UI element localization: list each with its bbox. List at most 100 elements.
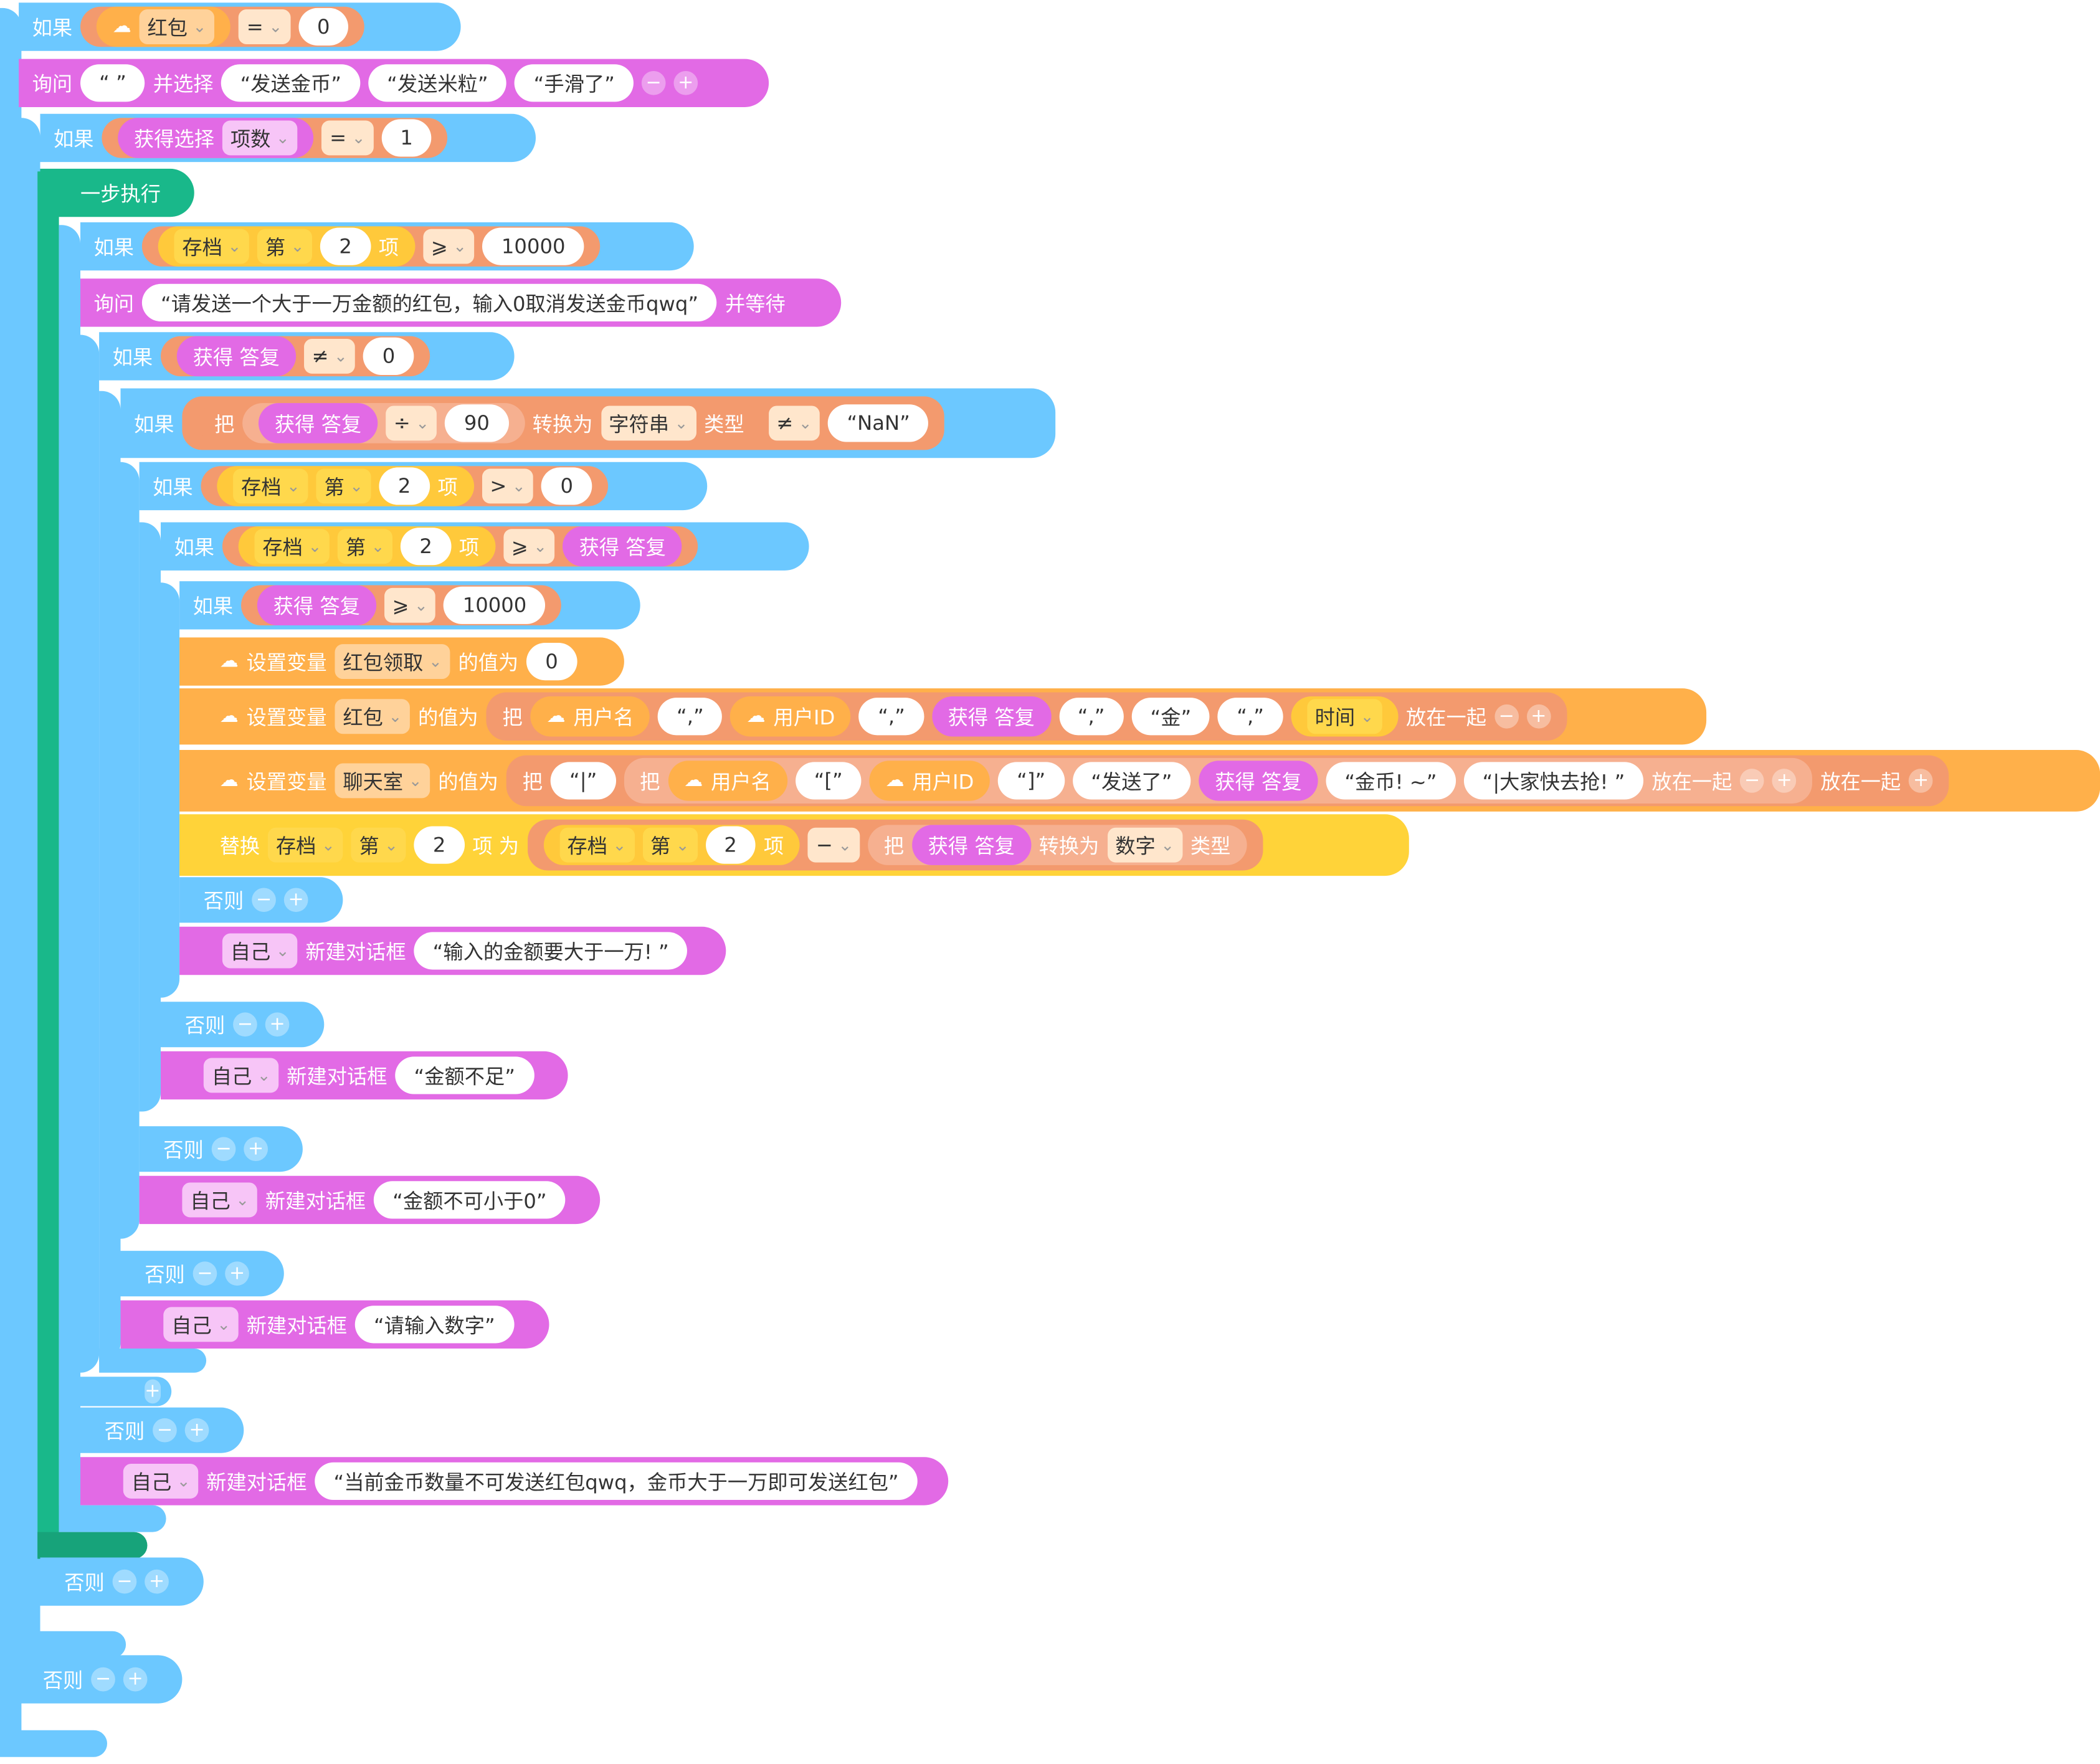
get-answer-reporter[interactable]: 获得 答复 (931, 696, 1051, 737)
get-answer-reporter[interactable]: 获得 答复 (257, 585, 376, 626)
value-input[interactable]: 0 (363, 337, 414, 375)
compare-block[interactable]: 获得 答复 ⩾ 10000 (241, 585, 562, 626)
text-input[interactable]: “[” (795, 762, 862, 800)
get-answer-reporter[interactable]: 获得 答复 (259, 403, 378, 443)
if-redpack-eq-zero[interactable]: 如果 ☁ 红包 = 0 (19, 2, 461, 51)
dialog-text-input[interactable]: “当前金币数量不可发送红包qwq，金币大于一万即可发送红包” (315, 1462, 918, 1500)
minus-icon[interactable]: − (91, 1667, 115, 1692)
replace-save-item[interactable]: 替换 存档 第 2 项 为 存档 第 2 项 − 把 获得 答复 转换为 数字 … (179, 814, 1409, 876)
set-var-chatroom[interactable]: ☁ 设置变量 聊天室 的值为 把 “|” 把 ☁用户名 “[” ☁用户ID “]… (179, 750, 2100, 812)
value-input[interactable]: 10000 (444, 586, 546, 624)
dialog-cannot-send[interactable]: 自己 新建对话框 “当前金币数量不可发送红包qwq，金币大于一万即可发送红包” (80, 1457, 949, 1506)
text-input[interactable]: “]” (998, 762, 1065, 800)
ask-and-wait[interactable]: 询问 “请发送一个大于一万金额的红包，输入0取消发送金币qwq” 并等待 (80, 278, 842, 327)
else-row[interactable]: 否则 − + (179, 877, 343, 923)
text-input[interactable]: “金币! ~” (1326, 762, 1456, 800)
op-dropdown[interactable]: > (482, 468, 534, 504)
index-input[interactable]: 2 (414, 826, 465, 864)
self-dropdown[interactable]: 自己 (222, 933, 298, 969)
userid-reporter[interactable]: ☁用户ID (869, 761, 991, 801)
else-row[interactable]: 否则 − + (120, 1251, 284, 1297)
value-input[interactable]: 0 (541, 467, 592, 505)
else-row[interactable]: 否则 − + (139, 1126, 303, 1172)
else-row[interactable]: 否则 − + (19, 1655, 183, 1704)
join-inner-block[interactable]: 把 ☁用户名 “[” ☁用户ID “]” “发送了” 获得 答复 “金币! ~”… (624, 757, 1813, 804)
save-item-reporter[interactable]: 存档 第 2 项 (238, 526, 495, 567)
plus-icon[interactable]: + (184, 1418, 209, 1443)
var-dropdown[interactable]: 红包 (139, 9, 215, 44)
var-dropdown[interactable]: 红包领取 (335, 644, 450, 680)
plus-icon[interactable]: + (145, 1379, 161, 1404)
compare-block[interactable]: 把 获得 答复 ÷ 90 转换为 字符串 类型 ≠ “NaN” (182, 396, 945, 450)
dialog-text-input[interactable]: “金额不足” (395, 1056, 535, 1094)
ask-text-input[interactable]: “ ” (80, 64, 145, 102)
text-input[interactable]: “,” (1058, 698, 1124, 736)
dialog-not-negative[interactable]: 自己 新建对话框 “金额不可小于0” (139, 1175, 601, 1225)
if-answer-ge-10000[interactable]: 如果 获得 答复 ⩾ 10000 (179, 581, 640, 630)
type-dropdown[interactable]: 数字 (1107, 827, 1182, 863)
compare-block[interactable]: 存档 第 2 项 > 0 (201, 466, 608, 506)
save-dropdown[interactable]: 存档 (559, 827, 635, 863)
option-2-input[interactable]: “发送米粒” (368, 64, 507, 102)
value-input[interactable]: “NaN” (828, 404, 929, 442)
minus-icon[interactable]: − (252, 888, 276, 913)
save-dropdown[interactable]: 存档 (174, 229, 250, 264)
plus-icon[interactable]: + (145, 1569, 169, 1594)
get-choice-reporter[interactable]: 获得选择 项数 (118, 118, 314, 158)
self-dropdown[interactable]: 自己 (203, 1058, 279, 1093)
else-row[interactable]: 否则 − + (80, 1407, 244, 1453)
save-item-reporter[interactable]: 存档 第 2 项 (217, 466, 474, 506)
plus-icon[interactable]: + (244, 1137, 268, 1162)
set-var-redpack[interactable]: ☁ 设置变量 红包 的值为 把 ☁用户名 “,” ☁用户ID “,” 获得 答复… (179, 688, 1707, 745)
plus-icon[interactable]: + (1526, 704, 1551, 729)
type-dropdown[interactable]: 字符串 (601, 405, 696, 441)
get-answer-reporter[interactable]: 获得 答复 (911, 825, 1031, 865)
minus-icon[interactable]: − (641, 70, 666, 95)
if-answer-ne-zero[interactable]: 如果 获得 答复 ≠ 0 (99, 332, 515, 381)
plus-icon[interactable]: + (283, 888, 308, 913)
plus-icon[interactable]: + (1772, 769, 1797, 793)
text-input[interactable]: “|大家快去抢! ” (1463, 762, 1644, 800)
if-save-ge-10000[interactable]: 如果 存档 第 2 项 ⩾ 10000 (80, 222, 694, 271)
minus-icon[interactable]: − (112, 1569, 137, 1594)
index-input[interactable]: 2 (320, 227, 371, 265)
ask-text-input[interactable]: “请发送一个大于一万金额的红包，输入0取消发送金币qwq” (141, 283, 718, 321)
dialog-must-big[interactable]: 自己 新建对话框 “输入的金额要大于一万! ” (179, 926, 726, 975)
convert-reporter[interactable]: 把 获得 答复 转换为 数字 类型 (867, 825, 1247, 865)
get-answer-reporter[interactable]: 获得 答复 (563, 526, 682, 567)
compare-block[interactable]: 获得选择 项数 = 1 (102, 118, 448, 158)
op-dropdown[interactable]: = (321, 120, 374, 156)
compare-block[interactable]: 存档 第 2 项 ⩾ 获得 答复 (222, 526, 698, 567)
else-row[interactable]: 否则 − + (161, 1002, 325, 1048)
op-dropdown[interactable]: ≠ (768, 405, 820, 441)
get-answer-reporter[interactable]: 获得 答复 (176, 336, 296, 377)
plus-icon[interactable]: + (1909, 769, 1933, 793)
option-1-input[interactable]: “发送金币” (221, 64, 361, 102)
self-dropdown[interactable]: 自己 (182, 1182, 257, 1218)
op-dropdown[interactable]: ÷ (385, 405, 437, 441)
plus-icon[interactable]: + (225, 1261, 249, 1286)
if-save-gt-zero[interactable]: 如果 存档 第 2 项 > 0 (139, 462, 708, 511)
nth-dropdown[interactable]: 第 (257, 229, 313, 264)
op-dropdown[interactable]: ⩾ (503, 529, 555, 564)
value-input[interactable]: 0 (526, 643, 577, 681)
minus-icon[interactable]: − (192, 1261, 217, 1286)
choice-dropdown[interactable]: 项数 (222, 120, 298, 156)
op-dropdown[interactable]: ⩾ (422, 229, 475, 264)
value-input[interactable]: 90 (445, 404, 509, 442)
minus-block[interactable]: 存档 第 2 项 − 把 获得 答复 转换为 数字 类型 (527, 819, 1263, 871)
divide-block[interactable]: 获得 答复 ÷ 90 (242, 403, 525, 443)
compare-block[interactable]: 存档 第 2 项 ⩾ 10000 (141, 226, 601, 267)
if-choice-eq-one[interactable]: 如果 获得选择 项数 = 1 (40, 113, 536, 163)
userid-reporter[interactable]: ☁用户ID (730, 696, 852, 737)
add-else-row[interactable]: + (77, 1377, 172, 1406)
value-input[interactable]: 10000 (482, 227, 584, 265)
join-block[interactable]: 把 ☁用户名 “,” ☁用户ID “,” 获得 答复 “,” “金” “,” 时… (486, 692, 1567, 741)
nth-dropdown[interactable]: 第 (338, 529, 393, 564)
dialog-text-input[interactable]: “金额不可小于0” (374, 1181, 566, 1219)
plus-icon[interactable]: + (123, 1667, 148, 1692)
join-outer-block[interactable]: 把 “|” 把 ☁用户名 “[” ☁用户ID “]” “发送了” 获得 答复 “… (506, 755, 1949, 807)
save-dropdown[interactable]: 存档 (254, 529, 330, 564)
dialog-not-enough[interactable]: 自己 新建对话框 “金额不足” (161, 1051, 568, 1100)
minus-icon[interactable]: − (1740, 769, 1764, 793)
